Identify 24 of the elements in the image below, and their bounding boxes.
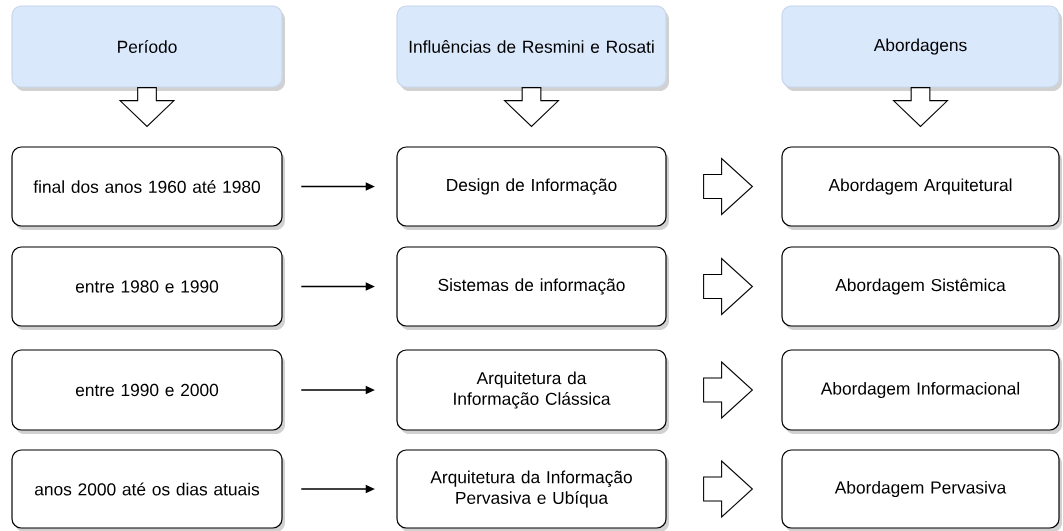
block-arrow bbox=[703, 157, 754, 216]
process-box: Abordagem Arquitetural bbox=[781, 146, 1062, 230]
block-arrow bbox=[503, 87, 560, 128]
process-box: Abordagem Sistêmica bbox=[781, 246, 1062, 330]
header-box: Abordagens bbox=[781, 5, 1062, 91]
arrow bbox=[300, 182, 375, 191]
process-box: entre 1990 e 2000 bbox=[11, 349, 285, 434]
process-box: Abordagem Informacional bbox=[781, 349, 1062, 434]
process-box: final dos anos 1960 até 1980 bbox=[11, 146, 285, 230]
block-arrow bbox=[703, 360, 754, 420]
block-arrow bbox=[892, 87, 949, 128]
process-box: entre 1980 e 1990 bbox=[11, 246, 285, 330]
process-box: Abordagem Pervasiva bbox=[781, 449, 1062, 531]
header-box: Período bbox=[11, 5, 285, 91]
block-arrow bbox=[703, 459, 754, 519]
process-box: Design de Informação bbox=[396, 146, 669, 230]
process-box: Sistemas de informação bbox=[396, 246, 669, 330]
block-arrow bbox=[118, 87, 176, 128]
header-box: Influências de Resmini e Rosati bbox=[396, 5, 669, 91]
process-box: anos 2000 até os dias atuais bbox=[11, 449, 285, 531]
arrow bbox=[300, 282, 375, 291]
process-box: Arquitetura da Informação Pervasiva e Ubíqua bbox=[396, 449, 669, 531]
process-box: Arquitetura da Informação Clássica bbox=[396, 349, 669, 434]
block-arrow bbox=[703, 257, 754, 316]
